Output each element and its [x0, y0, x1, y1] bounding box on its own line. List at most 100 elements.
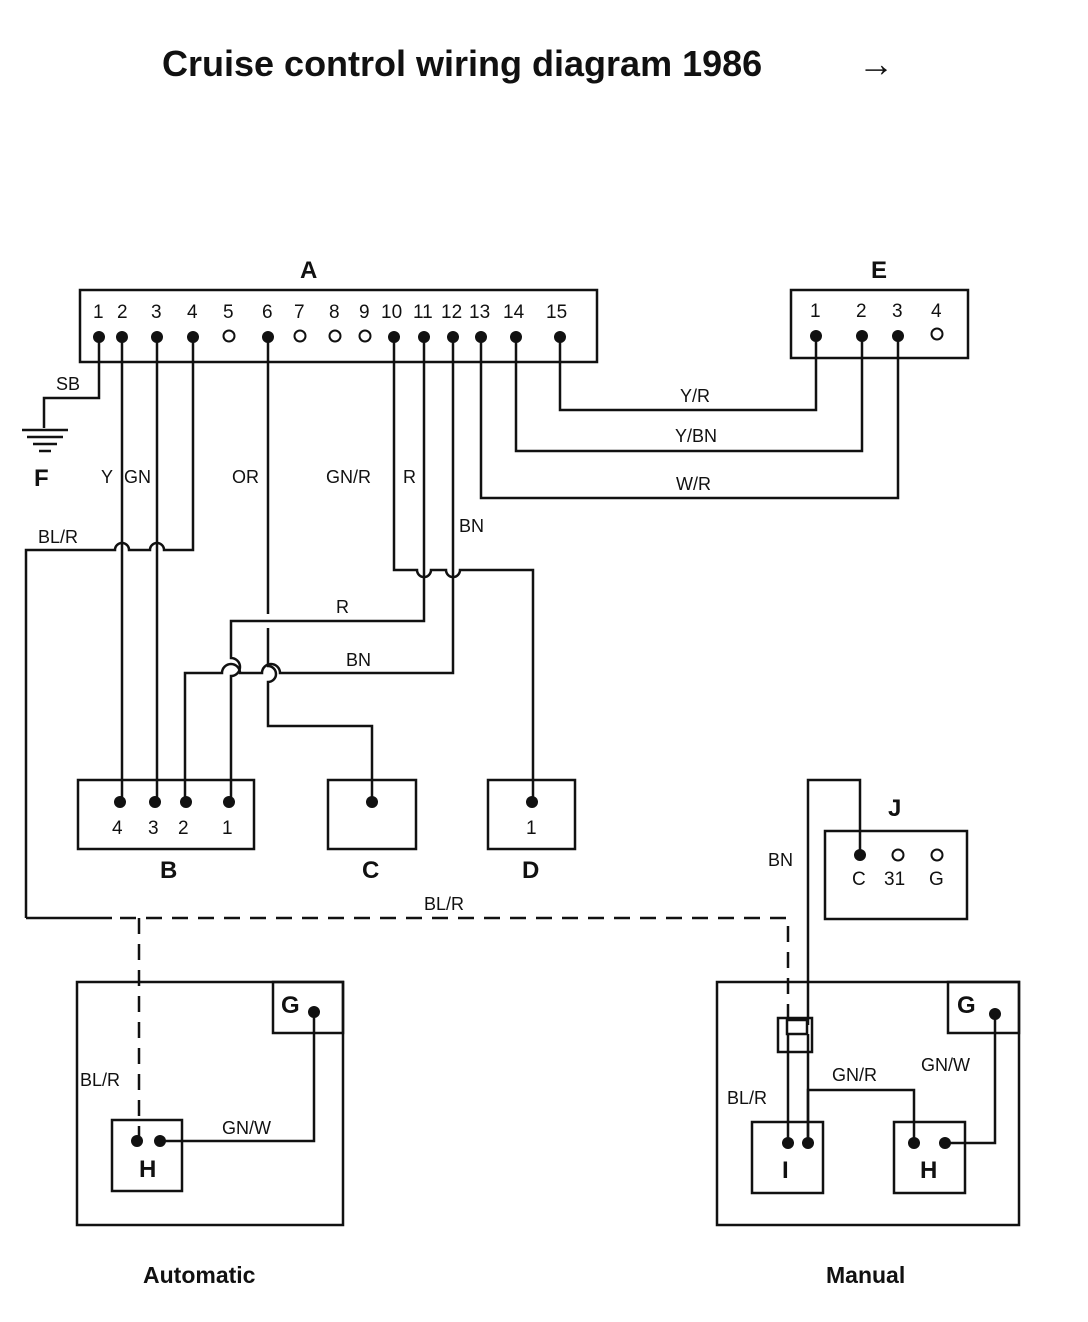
b-terminal-4	[114, 796, 126, 808]
manual-h-label: H	[920, 1157, 937, 1184]
wire-label-y-r: Y/R	[680, 386, 710, 406]
b-terminal-1	[223, 796, 235, 808]
title-arrow-icon: →	[858, 43, 894, 84]
wire-bl-r	[24, 337, 195, 918]
d-terminal-1	[526, 796, 538, 808]
wire-label-gn-w-auto: GN/W	[222, 1118, 271, 1138]
wire-label-bn-j: BN	[768, 850, 793, 870]
connector-a-pin-13: 13	[469, 302, 490, 323]
ground-icon	[22, 428, 68, 453]
connector-d-label: D	[522, 857, 539, 884]
connector-e-pin-1: 1	[810, 301, 821, 322]
wire-label-bl-r-left: BL/R	[38, 527, 78, 547]
wire-label-r-mid: R	[336, 597, 349, 617]
e-terminal-4	[930, 327, 944, 341]
caption-manual: Manual	[826, 1262, 905, 1288]
wire-bl-r-dashed	[120, 916, 790, 1018]
connector-e-label: E	[871, 257, 887, 284]
diagram-title: Cruise control wiring diagram 1986	[162, 43, 762, 84]
wire-or	[266, 337, 374, 802]
b-terminal-2	[180, 796, 192, 808]
wire-bn	[183, 337, 455, 802]
connector-b-label: B	[160, 857, 177, 884]
a-terminal-9	[358, 329, 372, 343]
connector-a-pin-2: 2	[117, 302, 128, 323]
wire-label-y-bn: Y/BN	[675, 426, 717, 446]
connector-a: A 1 2 3 4 5 6 7 8 9 10 11 12 13 14 15	[78, 257, 599, 364]
manual-splice-block	[776, 1016, 814, 1054]
connector-c: C	[326, 778, 418, 884]
automatic-h-label: H	[139, 1156, 156, 1183]
connector-j-label: J	[888, 795, 901, 822]
j-terminal-31	[891, 848, 905, 862]
connector-j-pin-c: C	[852, 869, 866, 890]
wire-gn-w-manual	[945, 1014, 997, 1145]
manual-i-label: I	[782, 1157, 789, 1184]
connector-e: E 1 2 3 4	[789, 257, 970, 360]
connector-a-pin-8: 8	[329, 302, 340, 323]
b-terminal-3	[149, 796, 161, 808]
wire-label-bl-r-dashed: BL/R	[424, 894, 464, 914]
wire-gn-r-manual	[806, 1088, 916, 1143]
wire-label-gn: GN	[124, 467, 151, 487]
automatic-g-label: G	[281, 992, 300, 1019]
connector-e-pin-2: 2	[856, 301, 867, 322]
automatic-h-terminal-1	[131, 1135, 143, 1147]
connector-e-pin-4: 4	[931, 301, 942, 322]
connector-b-pin-1: 1	[222, 818, 233, 839]
connector-j-pin-31: 31	[884, 869, 905, 890]
a-terminal-8	[328, 329, 342, 343]
connector-a-pin-1: 1	[93, 302, 104, 323]
connector-b-pin-2: 2	[178, 818, 189, 839]
connector-j-pin-g: G	[929, 869, 944, 890]
wire-label-gn-r-manual: GN/R	[832, 1065, 877, 1085]
automatic-unit: G H BL/R GN/W	[75, 980, 345, 1227]
wire-label-r-top: R	[403, 467, 416, 487]
wire-y-bn	[514, 336, 864, 453]
wire-gn-w-auto	[160, 1012, 316, 1143]
wire-label-bl-r-auto: BL/R	[80, 1070, 120, 1090]
connector-a-pin-9: 9	[359, 302, 370, 323]
connector-a-pin-7: 7	[294, 302, 305, 323]
connector-b-pin-3: 3	[148, 818, 159, 839]
connector-d: 1 D	[486, 778, 577, 884]
caption-automatic: Automatic	[143, 1262, 256, 1288]
wire-gn-r	[392, 337, 535, 802]
wire-w-r	[479, 336, 900, 500]
wire-r	[229, 337, 426, 802]
a-terminal-7	[293, 329, 307, 343]
connector-a-pin-11: 11	[413, 302, 433, 323]
connector-b: 4 3 2 1 B	[76, 778, 256, 884]
wire-label-sb: SB	[56, 374, 80, 394]
connector-a-pin-4: 4	[187, 302, 198, 323]
connector-a-pin-15: 15	[546, 302, 567, 323]
connector-a-pin-5: 5	[223, 302, 234, 323]
c-terminal	[366, 796, 378, 808]
ground-f-label: F	[34, 465, 49, 492]
wire-label-bn-mid: BN	[346, 650, 371, 670]
connector-j: J C 31 G	[823, 795, 969, 921]
wire-sb	[42, 337, 101, 428]
wire-label-y: Y	[101, 467, 113, 487]
a-terminal-5	[222, 329, 236, 343]
wire-label-gn-r: GN/R	[326, 467, 371, 487]
wire-label-w-r: W/R	[676, 474, 711, 494]
wire-label-bl-r-manual: BL/R	[727, 1088, 767, 1108]
wire-label-gn-w-manual: GN/W	[921, 1055, 970, 1075]
connector-a-pin-12: 12	[441, 302, 462, 323]
connector-b-pin-4: 4	[112, 818, 123, 839]
connector-e-pin-3: 3	[892, 301, 903, 322]
connector-a-pin-14: 14	[503, 302, 525, 323]
wire-label-or: OR	[232, 467, 259, 487]
connector-c-label: C	[362, 857, 379, 884]
j-terminal-g	[930, 848, 944, 862]
wire-bn-j	[806, 778, 862, 1025]
connector-a-pin-6: 6	[262, 302, 273, 323]
wire-y-r	[558, 336, 818, 412]
connector-a-pin-10: 10	[381, 302, 402, 323]
connector-a-pin-3: 3	[151, 302, 162, 323]
manual-g-label: G	[957, 992, 976, 1019]
connector-a-label: A	[300, 257, 317, 284]
manual-unit: G I H BL/R GN/R GN/W	[715, 980, 1021, 1227]
